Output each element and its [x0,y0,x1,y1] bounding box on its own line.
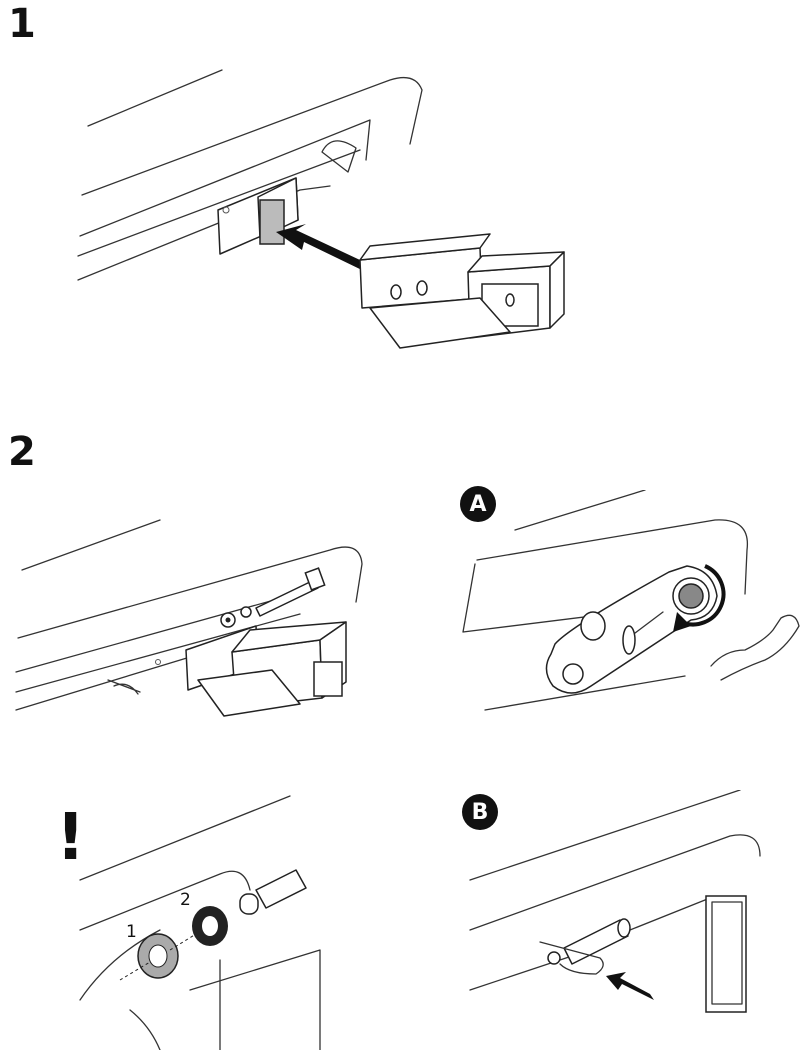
rotate-arrow-icon [673,564,726,632]
washer-label-1: 1 [126,922,137,942]
callout-b-badge: B [462,794,498,830]
step-2-number: 2 [8,429,36,475]
warning-exclamation: ! [56,801,86,875]
step-2-washer-illustration [70,780,400,1050]
callout-a-badge: A [460,486,496,522]
push-arrow-icon [606,972,654,1000]
step-2-main-illustration [10,510,390,740]
step-1-number: 1 [8,1,36,47]
step-2a-illustration [455,490,805,730]
washer-label-2: 2 [180,890,191,910]
insert-arrow-icon [276,224,366,272]
step-2b-illustration [460,790,806,1050]
flexed-arm-icon [710,614,800,681]
clip-pin-icon [539,941,604,975]
wrench-icon [545,565,718,694]
step-1-illustration [70,60,590,360]
